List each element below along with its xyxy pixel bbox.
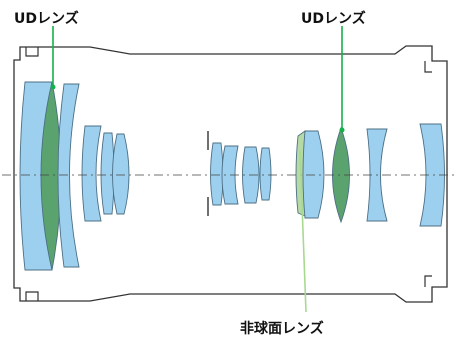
group-1-lens-element-2: [100, 132, 115, 215]
group-2-lens-element-1: [210, 142, 224, 206]
lens-barrel-outline: [13, 45, 448, 303]
meniscus-lens-element-1: [57, 83, 80, 268]
aspherical-lens-label: 非球面レンズ: [240, 321, 324, 337]
aspherical-leader-line: [299, 149, 307, 313]
ud-left-leader-dot: [50, 84, 56, 90]
ud-lens-element-rear: [332, 126, 350, 224]
rear-lens-element: [419, 123, 445, 227]
barrel-mount-notch-top: [424, 61, 432, 287]
group-3-lens-element-2: [302, 130, 325, 219]
ud-lens-label-right: UDレンズ: [301, 11, 366, 27]
group-1-lens-element-1: [81, 125, 102, 222]
ud-lens-label-left: UDレンズ: [14, 11, 79, 27]
group-1-lens-element-3: [112, 133, 130, 215]
group-2-lens-element-4: [259, 147, 272, 201]
ud-right-leader-dot: [339, 127, 345, 133]
barrel-front-notch: [25, 47, 39, 301]
